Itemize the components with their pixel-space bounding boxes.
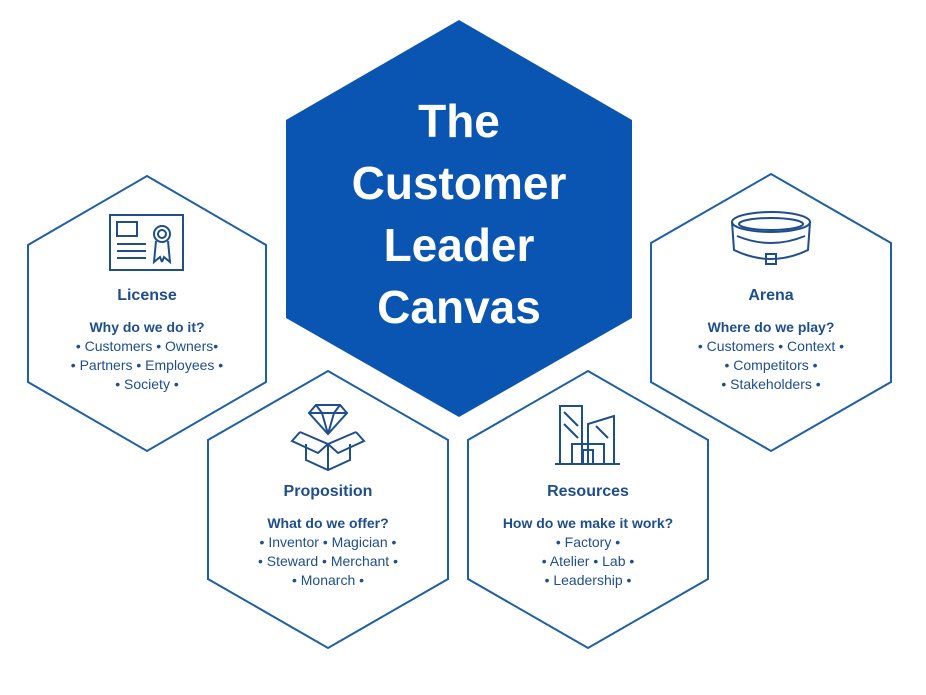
- license-title: License: [117, 287, 177, 304]
- arena-title: Arena: [748, 287, 794, 304]
- license-line: • Society •: [115, 376, 179, 392]
- proposition-hexagon: [207, 369, 449, 650]
- resources-line: • Factory •: [555, 534, 621, 550]
- arena-line: • Customers • Context •: [697, 338, 845, 354]
- center-title-line: Leader: [383, 219, 535, 271]
- arena-line: • Stakeholders •: [721, 376, 821, 392]
- proposition-line: • Inventor • Magician •: [259, 534, 397, 550]
- proposition-line: • Steward • Merchant •: [258, 553, 398, 569]
- center-hexagon: [286, 20, 632, 417]
- license-line: • Partners • Employees •: [70, 357, 224, 373]
- arena-line: • Competitors •: [724, 357, 818, 373]
- buildings-icon: [555, 405, 620, 465]
- resources-line: • Leadership •: [544, 572, 632, 588]
- stadium-icon: [731, 211, 811, 265]
- arena-question: Where do we play?: [707, 319, 835, 335]
- center-title: The Customer Leader Canvas: [286, 90, 632, 338]
- license-text: License Why do we do it? • Customers • O…: [38, 287, 256, 394]
- proposition-title: Proposition: [283, 483, 373, 500]
- certificate-icon: [109, 214, 184, 271]
- proposition-line: • Monarch •: [291, 572, 365, 588]
- proposition-text: Proposition What do we offer? • Inventor…: [218, 483, 438, 590]
- resources-question: How do we make it work?: [502, 515, 674, 531]
- diamond-box-icon: [290, 404, 366, 472]
- resources-line: • Atelier • Lab •: [541, 553, 635, 569]
- center-title-line: Canvas: [377, 281, 541, 333]
- resources-title: Resources: [547, 483, 629, 500]
- center-title-line: The: [418, 95, 500, 147]
- license-question: Why do we do it?: [89, 319, 205, 335]
- center-title-line: Customer: [351, 157, 567, 209]
- proposition-question: What do we offer?: [267, 515, 389, 531]
- license-hexagon: [27, 174, 267, 453]
- resources-text: Resources How do we make it work? • Fact…: [478, 483, 698, 590]
- license-line: • Customers • Owners•: [75, 338, 219, 354]
- arena-hexagon: [650, 172, 892, 453]
- resources-hexagon: [467, 369, 709, 650]
- arena-text: Arena Where do we play? • Customers • Co…: [661, 287, 881, 394]
